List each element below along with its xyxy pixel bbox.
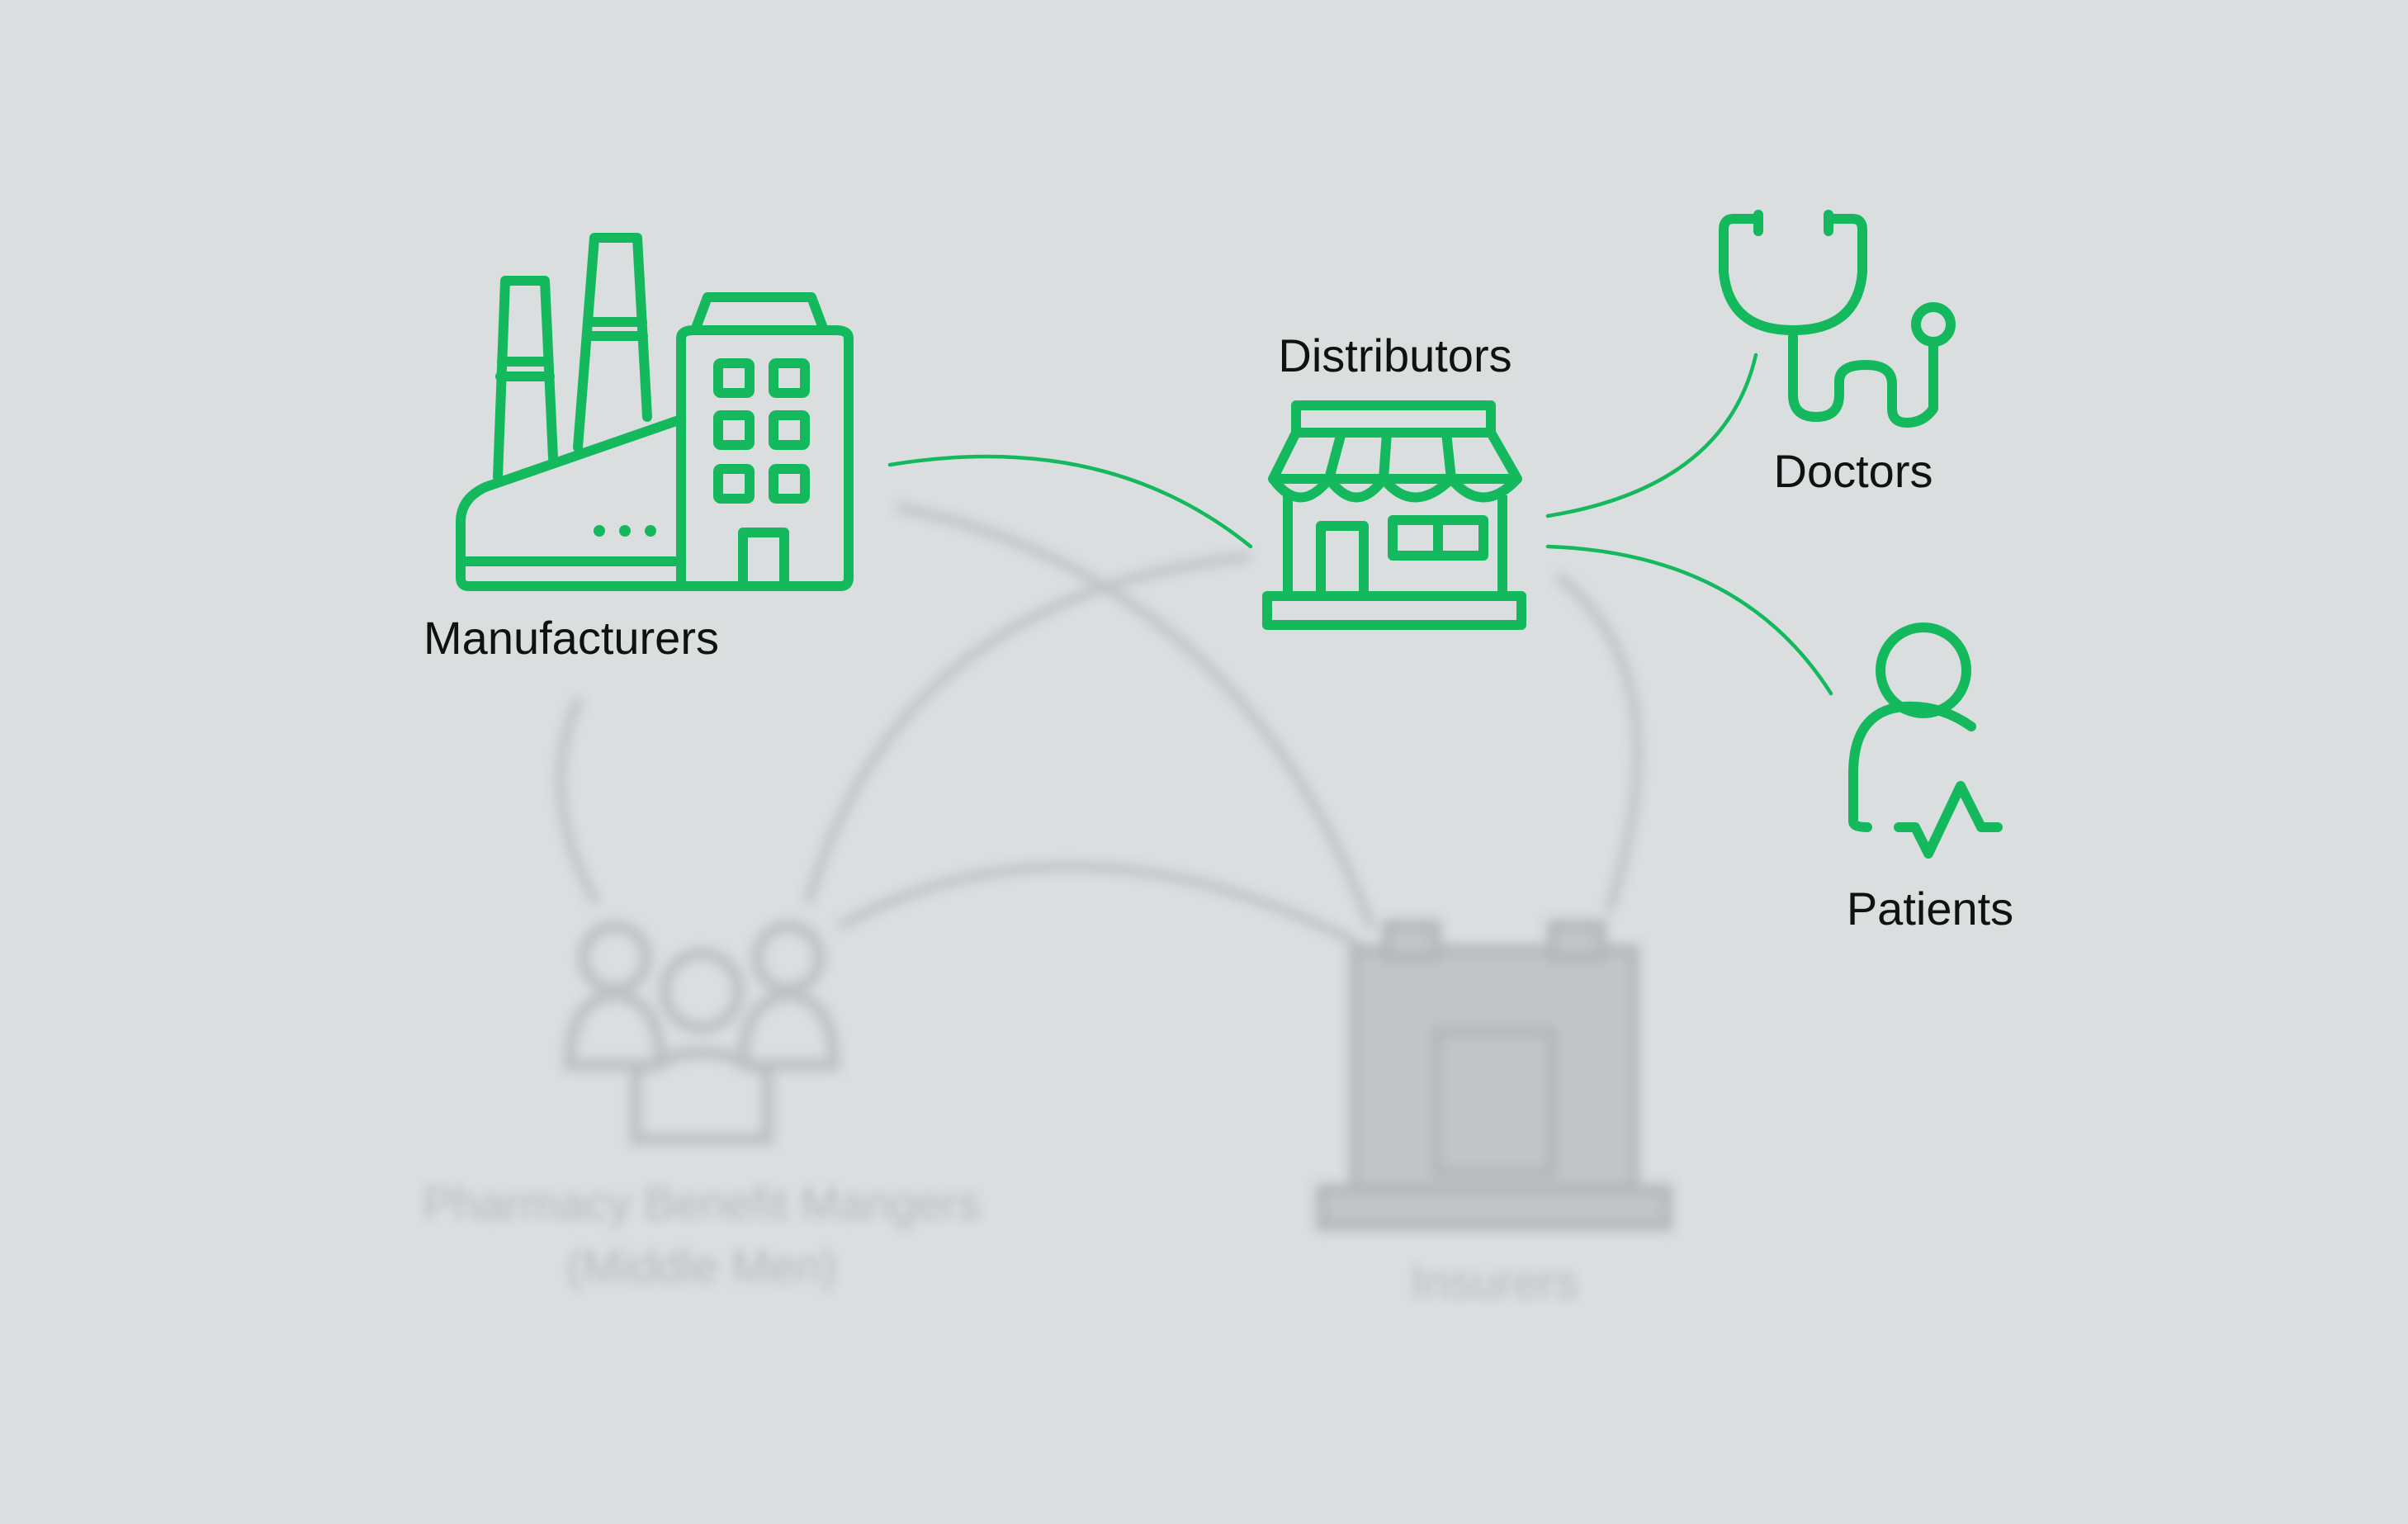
pbm-label-line1: Pharmacy Benefit Mangers <box>423 1177 981 1229</box>
connector-distributors-patients <box>1545 544 1833 696</box>
patients-label: Patients <box>1846 883 2014 935</box>
doctors-label: Doctors <box>1773 445 1933 497</box>
building-icon <box>1316 920 1672 1231</box>
factory-icon <box>456 233 854 591</box>
people-group-icon <box>563 921 840 1145</box>
connector-distributors-insurers <box>1556 574 1642 912</box>
storefront-icon <box>1262 400 1526 630</box>
pbm-label: Pharmacy Benefit Mangers (Middle Men) <box>423 1172 980 1297</box>
connector-distributors-doctors <box>1545 353 1758 518</box>
factory-dots <box>594 525 656 537</box>
connector-pbm-insurers <box>838 862 1358 945</box>
stethoscope-icon <box>1719 210 1956 428</box>
patient-heartbeat-icon <box>1847 622 2003 859</box>
distributors-label: Distributors <box>1278 329 1512 381</box>
connector-manufacturers-pbm <box>556 698 598 904</box>
connector-manufacturers-insurers <box>896 504 1374 929</box>
connector-distributors-pbm <box>805 553 1251 904</box>
manufacturers-label: Manufacturers <box>423 612 719 664</box>
connector-manufacturers-distributors <box>887 454 1253 549</box>
insurers-label: Insurers <box>1410 1256 1578 1308</box>
pbm-label-line2: (Middle Men) <box>566 1239 837 1292</box>
